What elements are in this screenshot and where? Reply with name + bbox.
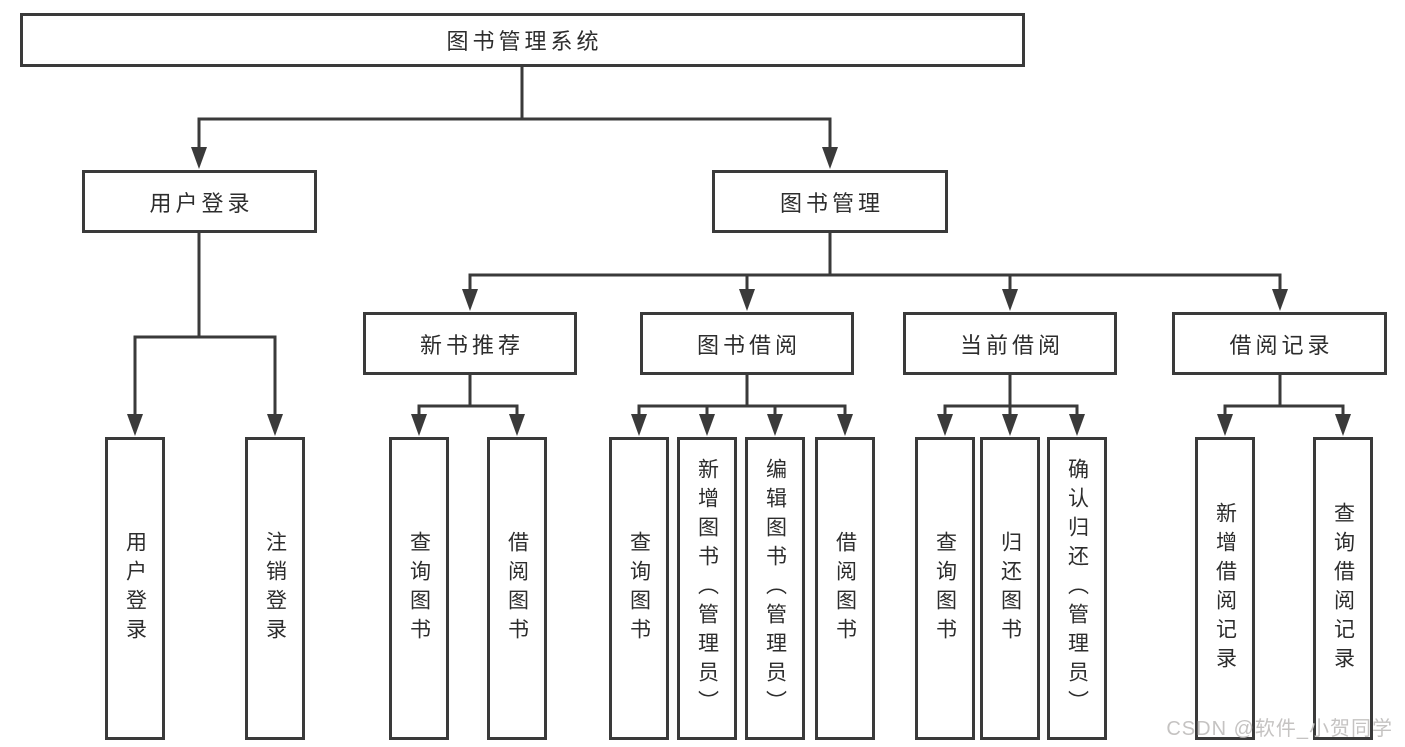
node-label: 图书管理系统 [446,29,603,54]
arrowhead [509,414,525,436]
node-label: 查询图书 [627,530,651,647]
node-label: 用户登录 [123,530,147,647]
arrowhead [1335,414,1351,436]
node-label: 查询图书 [933,530,957,647]
node-leaf-borrow-books-2: 借阅图书 [815,437,875,740]
arrowhead [1002,414,1018,436]
edge-borrow-records-to-leaves [1217,373,1351,436]
node-label: 新书推荐 [419,332,524,358]
node-label: 查询借阅记录 [1331,501,1355,676]
arrowhead [462,289,478,311]
edge-current-borrow-to-leaves [937,373,1085,436]
arrowhead [1272,289,1288,311]
node-label: 注销登录 [263,530,287,647]
node-label: 借阅图书 [505,530,529,647]
edge-user-login-to-leaves [127,230,283,436]
node-label: 归还图书 [998,530,1022,647]
node-label: 借阅记录 [1229,332,1334,358]
node-book-borrow: 图书借阅 [640,312,854,375]
node-leaf-add-book-admin: 新增图书（管理员） [677,437,737,740]
node-label: 查询图书 [407,530,431,647]
node-leaf-query-borrow-record: 查询借阅记录 [1313,437,1373,740]
node-new-book-recommend: 新书推荐 [363,312,577,375]
node-borrow-records: 借阅记录 [1172,312,1387,375]
node-label: 借阅图书 [833,530,857,647]
node-leaf-query-books-2: 查询图书 [609,437,669,740]
edge-book-management-to-level3 [462,231,1288,311]
arrowhead [837,414,853,436]
node-leaf-return-book: 归还图书 [980,437,1040,740]
watermark-text: CSDN @软件_小贺同学 [1166,718,1393,740]
node-leaf-user-login: 用户登录 [105,437,165,740]
arrowhead [267,414,283,436]
node-leaf-add-borrow-record: 新增借阅记录 [1195,437,1255,740]
arrowhead [1069,414,1085,436]
node-label: 图书借阅 [696,332,801,358]
arrowhead [631,414,647,436]
node-leaf-logout: 注销登录 [245,437,305,740]
edge-new-book-recommend-to-leaves [411,373,525,436]
node-label: 用户登录 [149,190,254,216]
arrowhead [767,414,783,436]
arrowhead [699,414,715,436]
node-label: 当前借阅 [959,332,1064,358]
edge-book-borrow-to-leaves [631,373,853,436]
arrowhead [127,414,143,436]
node-leaf-borrow-books-1: 借阅图书 [487,437,547,740]
node-library-system: 图书管理系统 [20,13,1025,67]
arrowhead [822,147,838,169]
node-leaf-query-books-3: 查询图书 [915,437,975,740]
node-book-management: 图书管理 [712,170,948,233]
node-label: 确认归还（管理员） [1065,458,1089,719]
node-leaf-query-books-1: 查询图书 [389,437,449,740]
arrowhead [411,414,427,436]
node-leaf-confirm-return-admin: 确认归还（管理员） [1047,437,1107,740]
node-user-login: 用户登录 [82,170,317,233]
node-leaf-edit-book-admin: 编辑图书（管理员） [745,437,805,740]
arrowhead [1002,289,1018,311]
node-label: 图书管理 [779,190,884,216]
node-label: 编辑图书（管理员） [763,458,787,719]
arrowhead [1217,414,1233,436]
node-label: 新增图书（管理员） [695,458,719,719]
arrowhead [191,147,207,169]
edge-root-to-level2 [191,64,838,169]
node-current-borrow: 当前借阅 [903,312,1117,375]
arrowhead [937,414,953,436]
node-label: 新增借阅记录 [1213,501,1237,676]
arrowhead [739,289,755,311]
